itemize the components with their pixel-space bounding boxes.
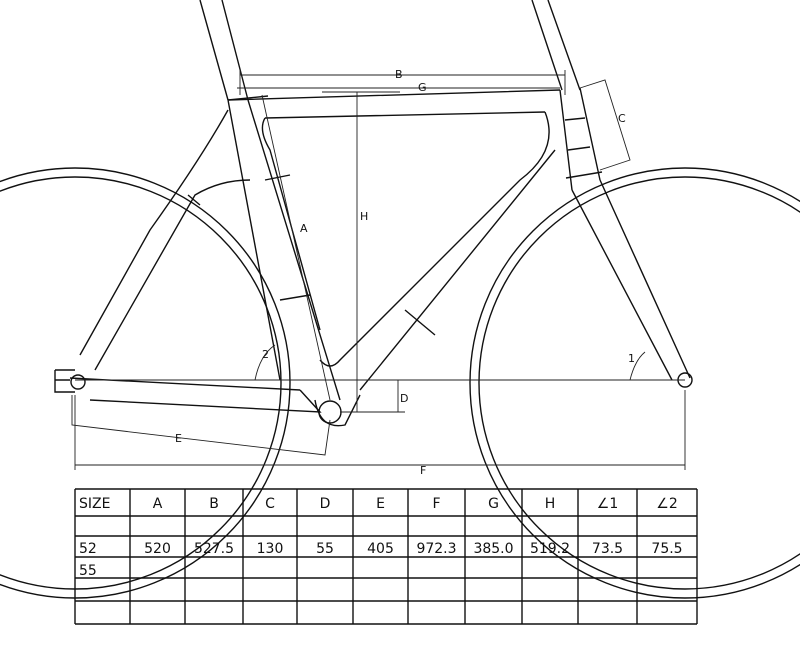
table-header-cell: D: [320, 496, 331, 512]
geometry-table: SIZE A B C D E F G H ∠1 ∠2 52 520 527.5 130 55 405 972.3 3…: [74, 488, 698, 625]
table-header-cell: G: [488, 496, 499, 512]
table-header-cell: F: [432, 496, 440, 512]
table-cell: 972.3: [416, 541, 456, 557]
label-F: F: [420, 464, 426, 477]
table-cell: 75.5: [651, 541, 682, 557]
label-angle-1: 1: [628, 352, 635, 365]
table-header-cell: A: [153, 496, 163, 512]
dimension-E: [71, 395, 331, 456]
front-wheel: [469, 167, 800, 599]
table-cell: 405: [367, 541, 394, 557]
table-header-cell: SIZE: [79, 496, 110, 512]
table-header-cell: ∠1: [597, 496, 618, 512]
dimension-C: [579, 79, 631, 171]
dimension-A: [261, 94, 331, 401]
seat-post: [199, 0, 249, 101]
table-header-cell: E: [376, 496, 385, 512]
table-header-cell: B: [209, 496, 219, 512]
table-cell: 520: [144, 541, 171, 557]
table-header-cell: ∠2: [656, 496, 677, 512]
rear-wheel: [0, 167, 291, 599]
label-B: B: [395, 68, 403, 81]
angle-1-arc: [629, 351, 646, 381]
seat-tube: [227, 95, 341, 401]
seat-stay: [79, 109, 251, 371]
fork: [565, 171, 691, 381]
table-cell: 73.5: [592, 541, 623, 557]
table-cell: 130: [257, 541, 284, 557]
rear-dropout: [54, 369, 86, 393]
dimension-H: [322, 91, 400, 412]
label-D: D: [400, 392, 408, 405]
label-A: A: [300, 222, 308, 235]
table-cell: 385.0: [473, 541, 513, 557]
steerer-column: [531, 0, 581, 91]
table-header-cell: C: [265, 496, 275, 512]
dimension-D: [340, 380, 405, 413]
head-tube: [559, 87, 601, 191]
bottom-bracket: [314, 394, 361, 427]
table-cell: 52: [79, 541, 97, 557]
table-cell: 527.5: [194, 541, 234, 557]
table-cell: 519.2: [530, 541, 570, 557]
label-C: C: [618, 112, 626, 125]
angle-2-arc: [254, 344, 276, 381]
label-G: G: [418, 81, 427, 94]
dimension-B: [239, 70, 566, 95]
top-tube: [227, 89, 561, 119]
label-H: H: [360, 210, 368, 223]
label-E: E: [175, 432, 182, 445]
table-header-cell: H: [545, 496, 556, 512]
table-cell: 55: [316, 541, 334, 557]
label-angle-2: 2: [262, 348, 269, 361]
dimension-F: [74, 390, 686, 470]
table-cell: 55: [79, 563, 97, 579]
down-tube: [319, 111, 556, 391]
chain-stay: [69, 377, 322, 413]
tube-junction: [261, 117, 321, 331]
